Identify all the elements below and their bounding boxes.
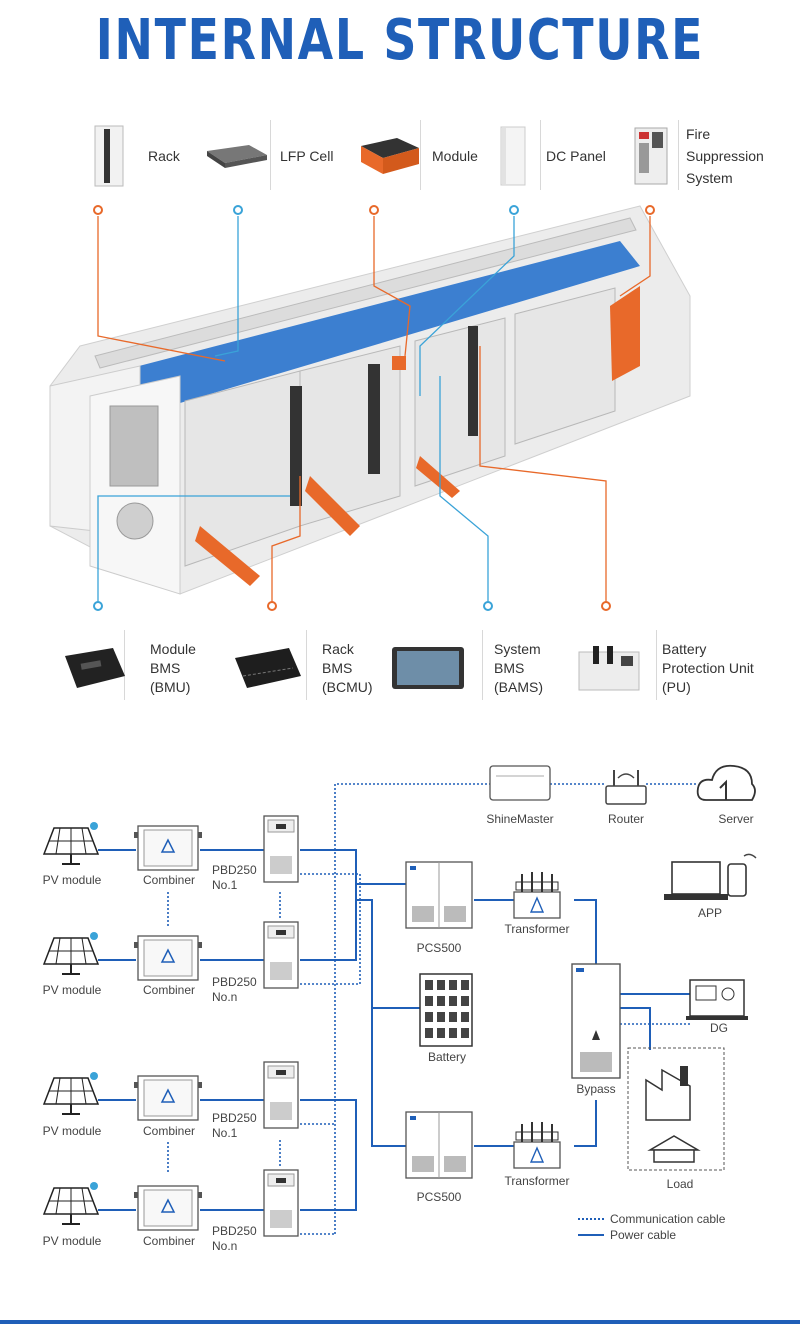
dg-icon: [686, 979, 748, 1020]
pcs500-icon: [405, 1111, 473, 1179]
component-lfp-cell: LFP Cell: [204, 120, 333, 192]
component-label: Rack: [148, 148, 180, 164]
bmu-icon: [60, 635, 130, 701]
dg-label: DG: [710, 1021, 728, 1035]
module-icon: [356, 123, 422, 189]
divider: [540, 120, 541, 190]
combiner-icon: [133, 1075, 203, 1121]
server-icon: [696, 764, 756, 801]
pu-icon: [576, 635, 642, 701]
app-label: APP: [697, 906, 722, 920]
dc-panel-icon: [490, 123, 536, 189]
pbd250-label: PBD250 No.n: [212, 1224, 257, 1253]
bypass-icon: [571, 963, 621, 1079]
pbd250-icon: [263, 921, 299, 989]
pv-module-icon: [43, 931, 99, 975]
solid-line-swatch: [578, 1234, 604, 1236]
component-bmu: Module BMS (BMU): [60, 632, 196, 704]
fire-suppression-icon: [626, 123, 676, 189]
rack-icon: [80, 123, 138, 189]
divider: [678, 120, 679, 190]
divider: [270, 120, 271, 190]
system-diagram: [43, 764, 757, 1237]
combiner-label: Combiner: [142, 983, 196, 997]
server-label: Server: [718, 812, 754, 826]
bams-icon: [388, 635, 468, 701]
bcmu-icon: [232, 635, 304, 701]
pcs500-label: PCS500: [416, 1190, 462, 1204]
bypass-label: Bypass: [576, 1082, 616, 1096]
component-fire-suppression: Fire Suppression System: [626, 120, 764, 192]
router-icon: [605, 770, 647, 805]
component-bams: System BMS (BAMS): [388, 632, 543, 704]
dotted-line-swatch: [578, 1218, 604, 1220]
battery-icon: [419, 973, 473, 1047]
component-label: Module: [432, 148, 478, 164]
shinemaster-label: ShineMaster: [486, 812, 554, 826]
page-title: INTERNAL STRUCTURE: [95, 8, 705, 73]
pv-module-icon: [43, 1181, 99, 1225]
component-label: LFP Cell: [280, 148, 334, 164]
pbd250-icon: [263, 1169, 299, 1237]
legend-label: Power cable: [610, 1228, 677, 1242]
app-icon: [664, 853, 757, 900]
pbd250-label: PBD250 No.1: [212, 1111, 257, 1140]
component-label: DC Panel: [546, 148, 606, 164]
divider: [124, 630, 125, 700]
component-rack: Rack: [80, 120, 180, 192]
pv-module-icon: [43, 1071, 99, 1115]
lfp-cell-icon: [204, 123, 270, 189]
component-label: Module BMS (BMU): [150, 640, 196, 695]
component-bcmu: Rack BMS (BCMU): [232, 632, 373, 704]
legend-power: Power cable: [578, 1228, 676, 1242]
combiner-label: Combiner: [142, 1124, 196, 1138]
pbd250-label: PBD250 No.1: [212, 863, 257, 892]
component-label: Battery Protection Unit (PU): [662, 640, 754, 695]
divider: [656, 630, 657, 700]
pv-module-label: PV module: [42, 983, 102, 997]
combiner-icon: [133, 1185, 203, 1231]
combiner-icon: [133, 825, 203, 871]
pv-module-label: PV module: [42, 1124, 102, 1138]
battery-label: Battery: [427, 1050, 466, 1064]
transformer-icon: [513, 1121, 561, 1169]
legend-communication: Communication cable: [578, 1212, 725, 1226]
divider: [482, 630, 483, 700]
load-label: Load: [666, 1177, 694, 1191]
component-label: Fire Suppression System: [686, 126, 764, 186]
transformer-label: Transformer: [504, 1174, 570, 1188]
transformer-label: Transformer: [504, 922, 570, 936]
combiner-label: Combiner: [142, 873, 196, 887]
component-pu: Battery Protection Unit (PU): [576, 632, 754, 704]
shinemaster-icon: [489, 765, 551, 801]
legend-label: Communication cable: [610, 1212, 726, 1226]
pcs500-icon: [405, 861, 473, 929]
router-label: Router: [607, 812, 645, 826]
component-label: Rack BMS (BCMU): [322, 640, 373, 695]
transformer-icon: [513, 871, 561, 919]
pv-module-icon: [43, 821, 99, 865]
component-module: Module: [356, 120, 478, 192]
bottom-divider: [0, 1320, 800, 1324]
divider: [306, 630, 307, 700]
load-group: [627, 1047, 725, 1171]
pv-module-label: PV module: [42, 1234, 102, 1248]
combiner-icon: [133, 935, 203, 981]
component-dc-panel: DC Panel: [490, 120, 606, 192]
pv-module-label: PV module: [42, 873, 102, 887]
pbd250-label: PBD250 No.n: [212, 975, 257, 1004]
pcs500-label: PCS500: [416, 941, 462, 955]
container-illustration: [49, 205, 691, 611]
combiner-label: Combiner: [142, 1234, 196, 1248]
divider: [420, 120, 421, 190]
pbd250-icon: [263, 1061, 299, 1129]
component-label: System BMS (BAMS): [494, 640, 543, 695]
pbd250-icon: [263, 815, 299, 883]
